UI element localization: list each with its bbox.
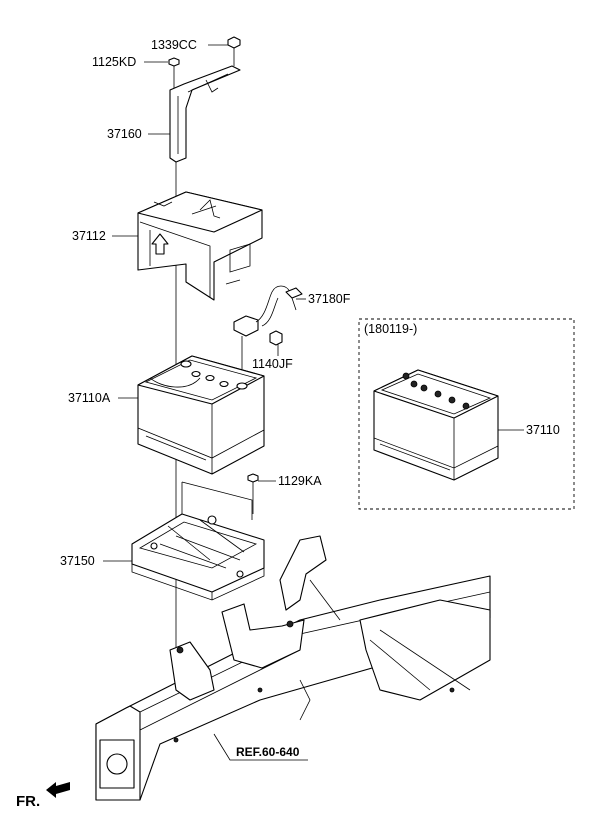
label-date-range: (180119-)	[364, 322, 417, 336]
label-37160: 37160	[107, 127, 142, 141]
label-37112: 37112	[72, 229, 106, 243]
battery-tray-37150	[131, 481, 265, 601]
label-1339CC: 1339CC	[151, 38, 197, 52]
label-37110: 37110	[526, 423, 560, 437]
label-ref: REF.60-640	[236, 745, 300, 759]
label-1140JF: 1140JF	[252, 357, 293, 371]
label-37110A: 37110A	[68, 391, 111, 405]
label-37150: 37150	[60, 554, 95, 568]
battery-clamp-37160	[169, 65, 241, 163]
body-frame	[95, 535, 491, 801]
front-indicator: FR.	[16, 782, 70, 810]
bolt-1129KA	[247, 473, 259, 514]
arrow-left-icon	[46, 782, 70, 798]
battery-37110A	[137, 355, 265, 475]
battery-insulator-37112	[137, 191, 263, 301]
bolt-1339CC	[227, 36, 241, 66]
variant-box	[358, 318, 575, 510]
label-1129KA: 1129KA	[278, 474, 322, 488]
label-1125KD: 1125KD	[92, 55, 136, 69]
leader-ref	[213, 733, 308, 761]
label-37180F: 37180F	[308, 292, 351, 306]
label-front: FR.	[16, 793, 40, 810]
battery-37110	[373, 369, 499, 481]
bolt-1125KD	[168, 57, 180, 90]
